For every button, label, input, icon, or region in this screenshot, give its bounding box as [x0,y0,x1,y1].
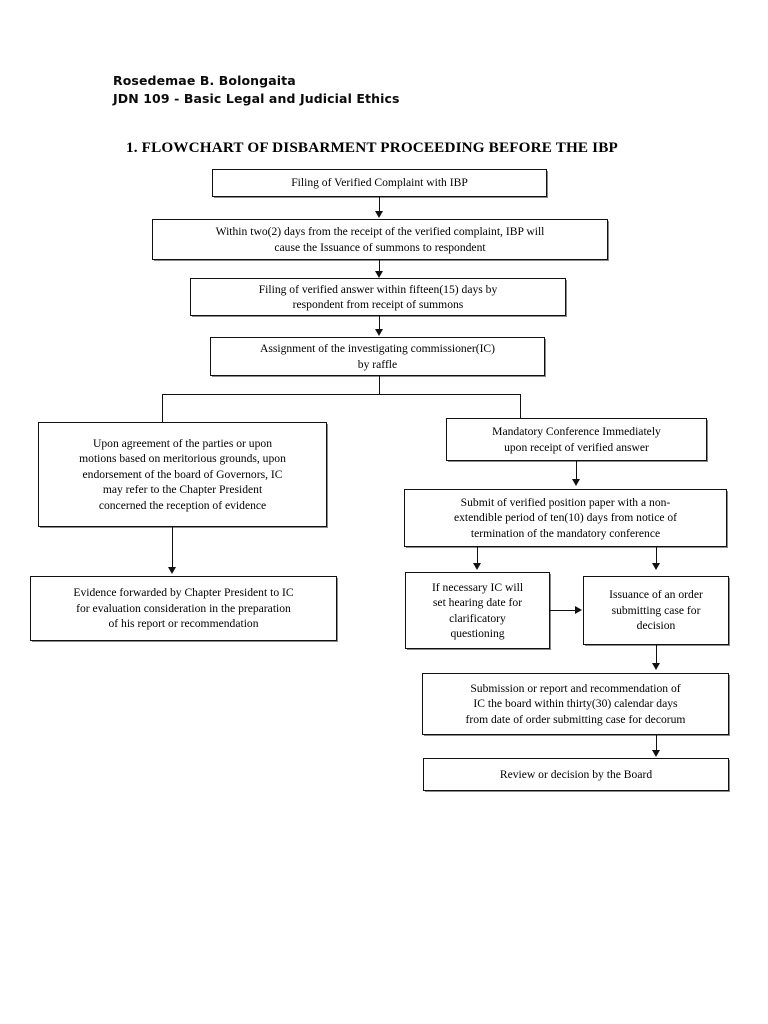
arrowhead-n1-n2 [375,211,383,218]
connector-n5-n6 [172,527,173,569]
author-name: Rosedemae B. Bolongaita [113,73,296,88]
arrowhead-n11-n12 [652,750,660,757]
flow-node-filing-complaint: Filing of Verified Complaint with IBP [212,169,548,198]
connector-n8-n9 [477,547,478,565]
arrowhead-n3-n4 [375,329,383,336]
connector-n7-n8 [576,461,577,482]
flow-node-board-review: Review or decision by the Board [423,758,730,792]
arrowhead-n7-n8 [572,479,580,486]
header-block: Rosedemae B. Bolongaita JDN 109 - Basic … [113,72,400,108]
connector-n9-n10 [550,610,576,611]
flow-node-mandatory-conference: Mandatory Conference Immediately upon re… [446,418,708,462]
flow-node-verified-answer: Filing of verified answer within fifteen… [190,278,567,317]
flow-node-clarificatory-hearing: If necessary IC will set hearing date fo… [405,572,551,650]
connector-n10-n11 [656,645,657,665]
flow-node-evidence-forwarded: Evidence forwarded by Chapter President … [30,576,338,642]
arrowhead-n8-n9 [473,563,481,570]
flow-node-order-submitting-case: Issuance of an order submitting case for… [583,576,730,646]
connector-n11-n12 [656,735,657,752]
flow-node-chapter-president-referral: Upon agreement of the parties or upon mo… [38,422,328,528]
connector-n8-n10 [656,547,657,565]
flow-node-position-paper: Submit of verified position paper with a… [404,489,728,548]
connector-split-bar [162,394,520,395]
flow-node-report-recommendation: Submission or report and recommendation … [422,673,730,736]
connector-n3-n4 [379,316,380,331]
arrowhead-n9-n10 [575,606,582,614]
flow-node-assignment-ic: Assignment of the investigating commissi… [210,337,546,377]
connector-n1-n2 [379,197,380,213]
connector-n2-n3 [379,260,380,273]
page-title: 1. FLOWCHART OF DISBARMENT PROCEEDING BE… [126,139,618,156]
connector-split-left-drop [162,394,163,422]
connector-split-right-drop [520,394,521,420]
arrowhead-n10-n11 [652,663,660,670]
course-name: JDN 109 - Basic Legal and Judicial Ethic… [113,91,400,106]
connector-n4-split-stub [379,376,380,394]
arrowhead-n8-n10 [652,563,660,570]
arrowhead-n5-n6 [168,567,176,574]
arrowhead-n2-n3 [375,271,383,278]
flow-node-summons-issuance: Within two(2) days from the receipt of t… [152,219,609,261]
